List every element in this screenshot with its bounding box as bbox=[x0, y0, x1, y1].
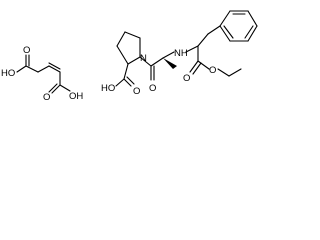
bond bbox=[219, 25, 231, 42]
bond bbox=[59, 84, 71, 92]
atom-label: NH bbox=[174, 48, 188, 59]
bond bbox=[127, 56, 141, 65]
bond bbox=[228, 68, 242, 77]
chemical-structure-diagram: HO O O OH bbox=[1, 10, 258, 103]
bond bbox=[48, 65, 61, 73]
atom-label: HO bbox=[101, 83, 115, 94]
bond bbox=[189, 60, 199, 73]
bond bbox=[197, 33, 209, 47]
bond bbox=[51, 84, 61, 94]
bond bbox=[207, 25, 221, 35]
bond bbox=[25, 65, 39, 73]
atom-label: O bbox=[209, 65, 216, 76]
bond bbox=[116, 31, 126, 47]
bond bbox=[247, 10, 258, 27]
bond bbox=[16, 65, 27, 73]
bond bbox=[185, 45, 199, 53]
bond bbox=[48, 83, 58, 93]
bond bbox=[223, 25, 234, 39]
maleic-acid: HO O O OH bbox=[1, 45, 83, 103]
bond bbox=[126, 76, 135, 85]
atom-label: OH bbox=[69, 91, 83, 102]
bond bbox=[217, 68, 230, 77]
enalapril: N HO O O NH O O bbox=[101, 10, 258, 97]
bond bbox=[244, 25, 254, 39]
bond bbox=[150, 57, 164, 67]
bond bbox=[162, 51, 175, 59]
bond bbox=[124, 31, 141, 39]
stereo-wedge-bond bbox=[163, 58, 177, 69]
bond bbox=[37, 65, 50, 73]
atom-label: O bbox=[43, 92, 50, 103]
atom-label: O bbox=[133, 86, 140, 97]
bond bbox=[123, 63, 129, 80]
atom-label: O bbox=[23, 45, 30, 56]
bond bbox=[219, 10, 231, 27]
bond bbox=[115, 78, 125, 87]
bond bbox=[247, 25, 258, 42]
atom-label: N bbox=[140, 53, 147, 64]
bond bbox=[192, 62, 202, 75]
atom-label: O bbox=[149, 83, 156, 94]
atom-label: HO bbox=[1, 68, 15, 79]
bond bbox=[116, 45, 129, 65]
bond bbox=[123, 78, 132, 87]
bond bbox=[48, 62, 61, 70]
bond bbox=[197, 60, 210, 70]
atom-label: O bbox=[183, 73, 190, 84]
bond bbox=[139, 56, 152, 67]
